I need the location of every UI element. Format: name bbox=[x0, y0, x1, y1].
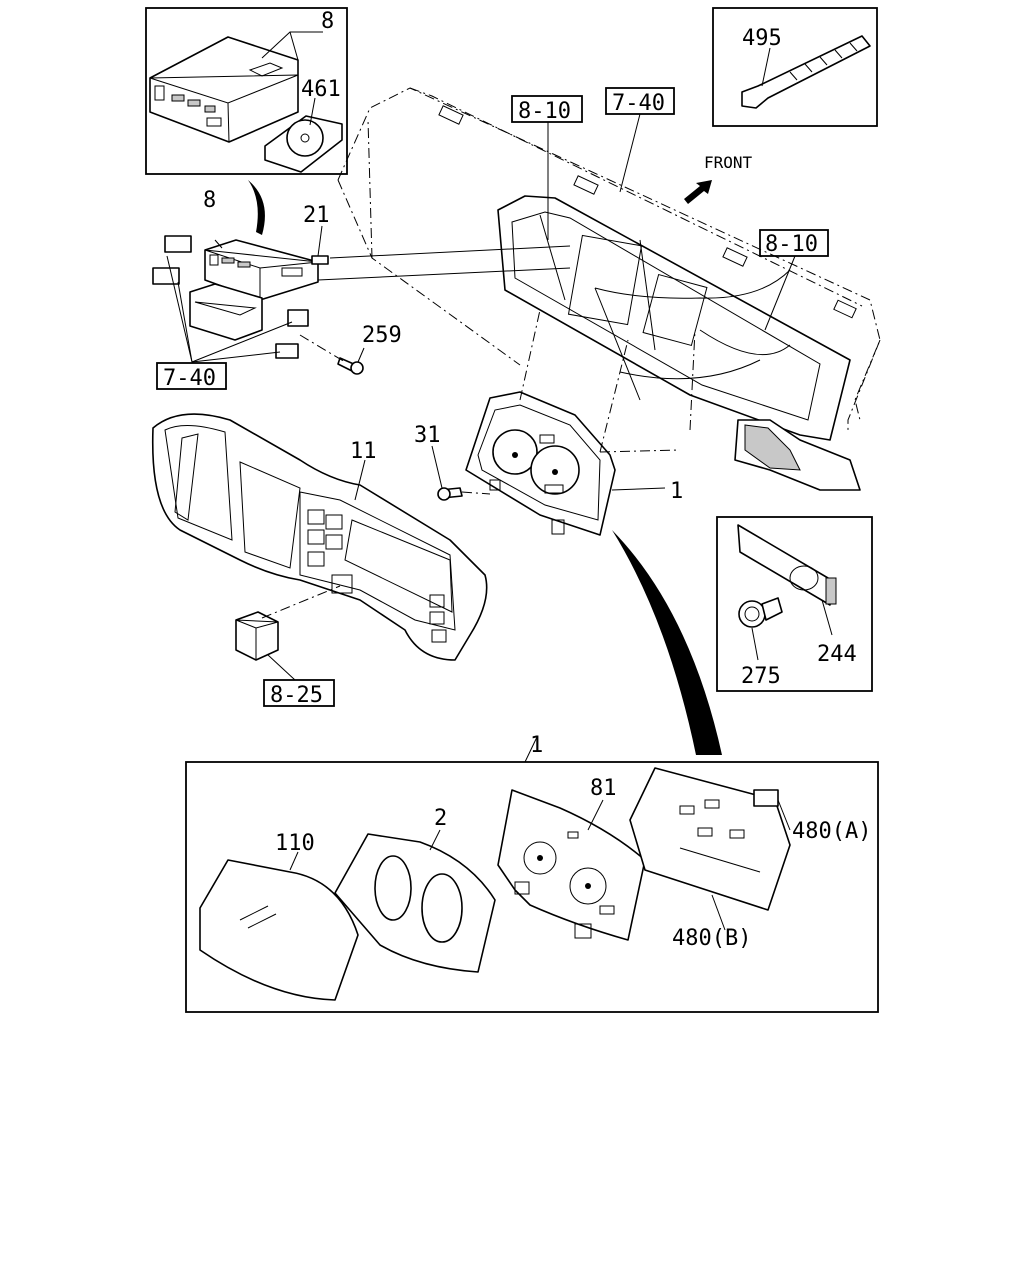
front-arrow-icon bbox=[684, 180, 712, 204]
dial-plate-81 bbox=[497, 789, 646, 941]
part-number-8-mid: 8 bbox=[203, 188, 216, 213]
part-number-11: 11 bbox=[350, 439, 377, 464]
part-number-259: 259 bbox=[362, 323, 402, 348]
part-number-81: 81 bbox=[590, 776, 617, 801]
radio-unit-assembly bbox=[152, 180, 329, 363]
ref-label-7-40-lower: 7-40 bbox=[163, 366, 216, 391]
part-number-1-cluster: 1 bbox=[670, 479, 683, 504]
circuit-board-480 bbox=[629, 767, 791, 931]
part-number-1-detail: 1 bbox=[530, 733, 543, 758]
part-number-461: 461 bbox=[301, 77, 341, 102]
detail-leader-1 bbox=[524, 736, 538, 763]
part-number-495: 495 bbox=[742, 26, 782, 51]
ref-7-40-lower bbox=[156, 362, 227, 390]
wire-harness bbox=[317, 245, 791, 401]
part-number-244: 244 bbox=[817, 642, 857, 667]
part-number-480a: 480(A) bbox=[792, 819, 871, 844]
dashboard-inner-frame bbox=[497, 195, 861, 491]
front-direction-label: FRONT bbox=[704, 153, 753, 172]
switch-blank-8-25 bbox=[235, 585, 341, 707]
ref-8-10-upper bbox=[511, 95, 583, 240]
ref-label-8-25: 8-25 bbox=[270, 683, 323, 708]
detail-cluster-box bbox=[185, 761, 879, 1013]
part-number-21: 21 bbox=[303, 203, 330, 228]
ref-label-7-40-upper: 7-40 bbox=[612, 91, 665, 116]
ref-label-8-10-upper: 8-10 bbox=[518, 99, 571, 124]
part-number-480b: 480(B) bbox=[672, 926, 751, 951]
part-number-8-top: 8 bbox=[321, 9, 334, 34]
part-number-2: 2 bbox=[434, 806, 447, 831]
meter-cluster-1 bbox=[465, 309, 696, 536]
screw-259 bbox=[299, 334, 365, 375]
inset-lighter-box bbox=[716, 516, 873, 692]
part-number-275: 275 bbox=[741, 664, 781, 689]
part-number-31: 31 bbox=[414, 423, 441, 448]
screw-31 bbox=[431, 445, 491, 501]
ref-8-10-right bbox=[759, 229, 829, 331]
part-number-110: 110 bbox=[275, 831, 315, 856]
cluster-bezel-2 bbox=[334, 829, 496, 973]
ref-7-40-upper bbox=[605, 87, 675, 193]
inset-cable-tie-box bbox=[712, 7, 878, 127]
lens-110 bbox=[199, 851, 359, 1001]
detail-callout-arrow bbox=[612, 530, 722, 755]
dashboard-phantom-outline bbox=[337, 87, 881, 430]
instrument-bezel-11 bbox=[151, 413, 488, 661]
ref-label-8-10-right: 8-10 bbox=[765, 232, 818, 257]
inset-radio-box bbox=[145, 7, 348, 175]
